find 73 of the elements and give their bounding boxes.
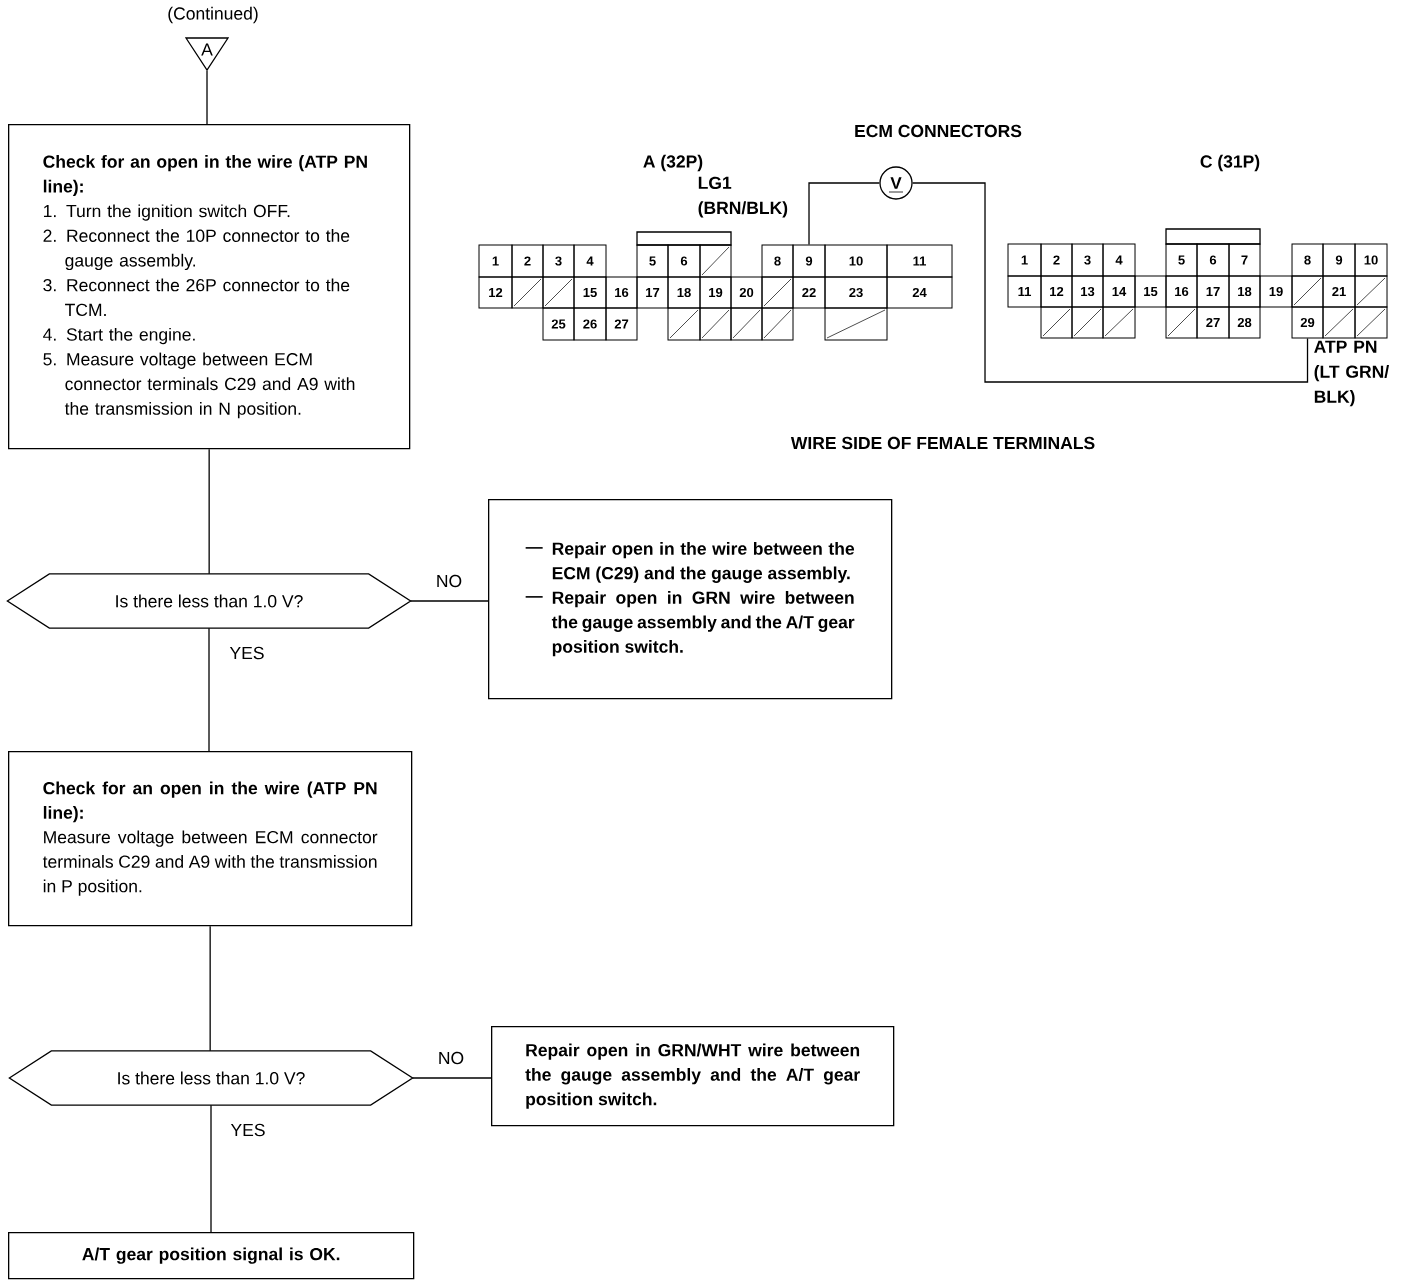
terminal-cell: 10	[824, 244, 888, 278]
connector-line	[412, 1077, 492, 1079]
edge-label: YES	[228, 645, 266, 661]
terminal-cell: 9	[1322, 243, 1356, 277]
connector-line	[206, 70, 208, 125]
terminal-cell: 29	[1291, 306, 1324, 339]
terminal-cell: 19	[1259, 275, 1293, 308]
terminal-cell: 18	[667, 276, 701, 309]
terminal-cell: 1	[1007, 243, 1042, 277]
result-box: A/T gear position signal is OK.	[8, 1232, 415, 1280]
terminal-cell: 19	[699, 276, 732, 309]
terminal-cell: 4	[1102, 243, 1136, 277]
terminal-cell: 9	[792, 244, 826, 278]
connector-line	[210, 1104, 212, 1233]
terminal-cell: 2	[1040, 243, 1073, 277]
connector-title: A (32P)	[643, 154, 703, 172]
terminal-cell: 15	[573, 276, 607, 309]
result-box: Repair open in the wire between the ECM (C29) and the gauge assembly. Repair open in GRN wire between the gauge assembly and the A/T gear position switch.	[488, 499, 893, 700]
heading: ECM CONNECTORS	[855, 124, 1022, 138]
result-box: Repair open in GRN/WHT wire between the gauge assembly and the A/T gear position switch.	[491, 1026, 895, 1127]
terminal-cell: 13	[1071, 275, 1104, 308]
wire-label: ATP PN (LT GRN/BLK)	[1314, 340, 1389, 407]
heading: WIRE SIDE OF FEMALE TERMINALS	[790, 436, 1095, 450]
terminal-cell: 5	[1165, 243, 1198, 277]
decision-hexagon: Is there less than 1.0 V?	[6, 573, 412, 629]
terminal-cell: 16	[1165, 275, 1198, 308]
connector-line	[912, 182, 1309, 383]
terminal-cell: 17	[1196, 275, 1230, 308]
terminal-cell: 3	[542, 244, 575, 278]
terminal-cell: 25	[542, 307, 575, 341]
terminal-cell: 12	[1040, 275, 1073, 308]
terminal-cell: 16	[605, 276, 638, 309]
connector-line	[208, 627, 210, 752]
terminal-cell: 17	[636, 276, 669, 309]
terminal-cell: 2	[511, 244, 544, 278]
terminal-cell: 10	[1354, 243, 1388, 277]
terminal-cell: 11	[886, 244, 953, 278]
wire-label: LG1 (BRN/BLK)	[698, 176, 788, 218]
connector-line	[208, 448, 210, 575]
terminal-cell: 11	[1007, 275, 1042, 308]
terminal-cell: 12	[478, 276, 513, 309]
connector-line	[209, 925, 211, 1052]
terminal-cell: 27	[1196, 306, 1230, 339]
terminal-cell: 8	[1291, 243, 1324, 277]
terminal-cell: 26	[573, 307, 607, 341]
decision-hexagon: Is there less than 1.0 V?	[8, 1050, 414, 1106]
connector-line	[808, 182, 880, 246]
terminal-cell: 15	[1134, 275, 1167, 308]
terminal-cell: 21	[1322, 275, 1356, 308]
terminal-cell: 28	[1228, 306, 1261, 339]
edge-label: NO	[434, 573, 464, 589]
terminal-cell: 14	[1102, 275, 1136, 308]
connector-title: C (31P)	[1200, 154, 1260, 172]
edge-label: NO	[436, 1050, 466, 1066]
connector-line	[410, 600, 489, 602]
terminal-cell: 6	[1196, 243, 1230, 277]
continuation-label: (Continued)	[168, 6, 258, 24]
terminal-cell: 27	[605, 307, 638, 341]
terminal-cell: 23	[824, 276, 888, 309]
process-box: Check for an open in the wire (ATP PN line): Measure voltage between ECM connector terminals C29 and A9 with the transmission in P position.	[8, 751, 413, 927]
terminal-cell: 22	[792, 276, 826, 309]
terminal-cell: 24	[886, 276, 953, 309]
terminal-cell: 5	[636, 244, 669, 278]
edge-label: YES	[229, 1122, 267, 1138]
terminal-cell: 4	[573, 244, 607, 278]
terminal-cell: 18	[1228, 275, 1261, 308]
terminal-cell: 1	[478, 244, 513, 278]
terminal-cell: 3	[1071, 243, 1104, 277]
terminal-cell: 6	[667, 244, 701, 278]
process-box: Check for an open in the wire (ATP PN line): 1. Turn the ignition switch OFF. 2. Reconnect the 10P connector to the gauge assembly. 3. Reconnect the 26P connector to the TCM. 4. Start the engine. 5. Measure voltage between ECM connector terminals C29 and A9 with the transmission in N position.	[8, 124, 411, 450]
terminal-cell: 20	[730, 276, 763, 309]
terminal-cell: 8	[761, 244, 794, 278]
terminal-cell: 7	[1228, 243, 1261, 277]
